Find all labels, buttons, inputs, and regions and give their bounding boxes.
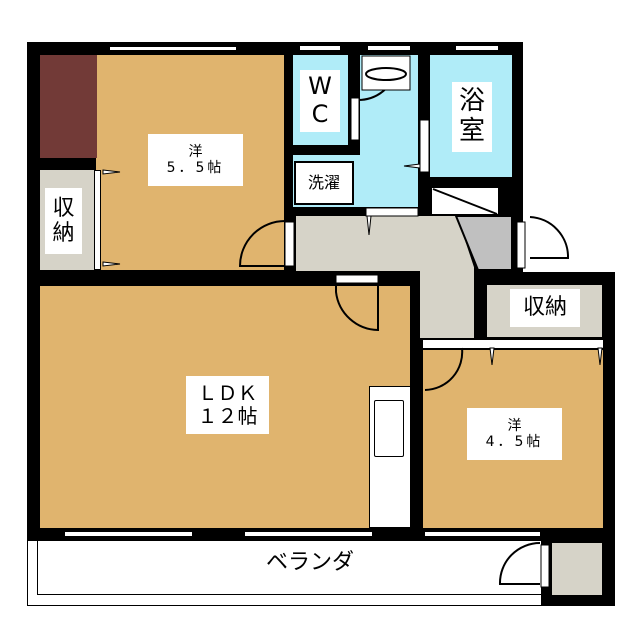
window-ldk-2 xyxy=(245,530,372,538)
window-room2 xyxy=(425,530,540,538)
kitchen-sink xyxy=(374,400,404,457)
western-room-2-label: 洋 4．5帖 xyxy=(467,408,562,460)
veranda-inner-line xyxy=(37,540,542,595)
window-room1 xyxy=(110,45,236,52)
room-type: 洋 xyxy=(188,143,203,160)
storage-right-label: 収納 xyxy=(510,289,580,327)
laundry-label: 洗濯 xyxy=(298,165,350,201)
wc-label: W C xyxy=(300,70,340,132)
western-room-1-label: 洋 5．5帖 xyxy=(148,134,243,186)
window-wash xyxy=(368,44,410,52)
ldk-label: ＬＤＫ １２帖 xyxy=(186,376,269,434)
bath-label: 浴 室 xyxy=(452,82,492,152)
window-wc xyxy=(300,44,340,52)
window-bath xyxy=(456,44,498,52)
room-size: 5．5帖 xyxy=(166,160,225,176)
western-room-1-alcove xyxy=(102,158,112,270)
accent-wall-block xyxy=(40,55,97,158)
outdoor-storage xyxy=(552,543,602,595)
veranda-label: ベランダ xyxy=(265,550,354,576)
storage-left-door[interactable] xyxy=(94,170,101,270)
storage-right-door[interactable] xyxy=(423,339,603,349)
veranda xyxy=(27,540,542,606)
window-ldk-1 xyxy=(65,530,192,538)
storage-left-label: 収 納 xyxy=(45,188,82,254)
